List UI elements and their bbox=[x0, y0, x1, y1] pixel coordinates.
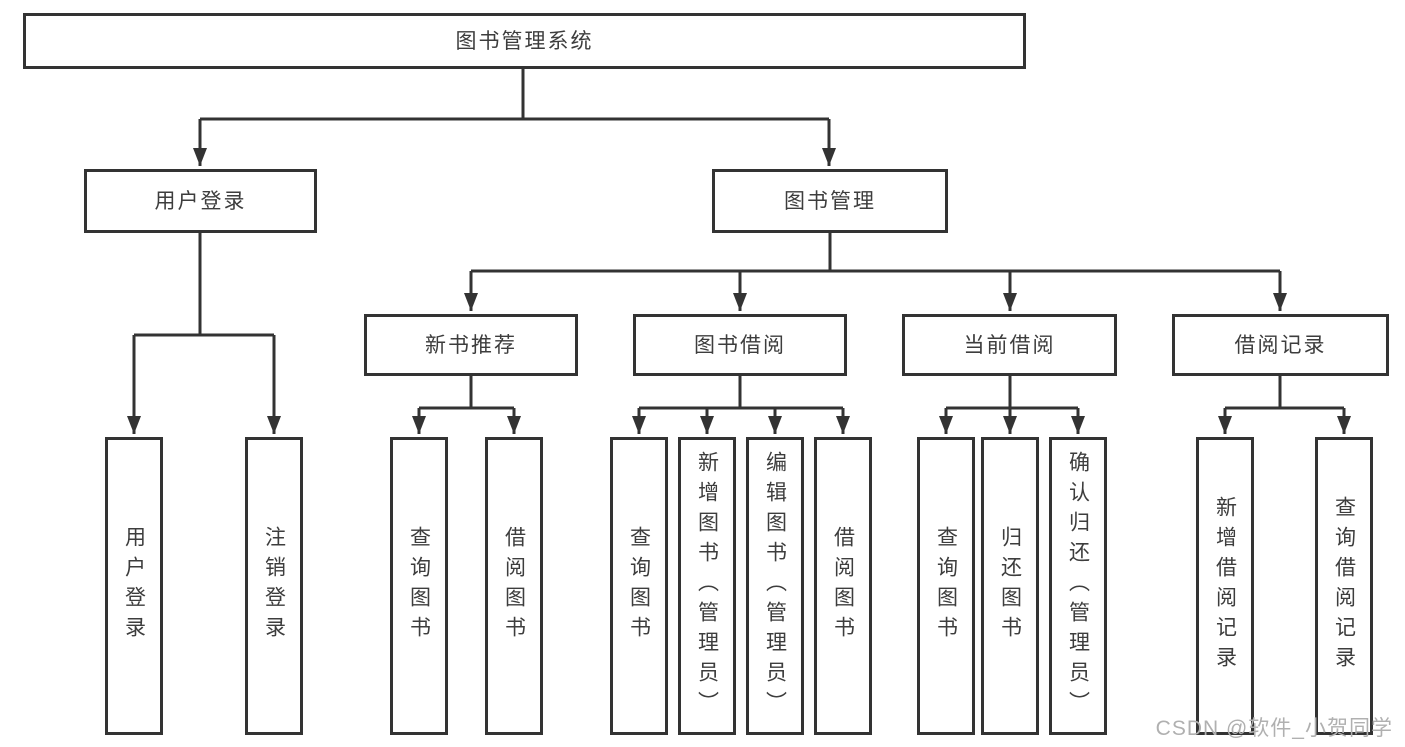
leaf-user-login: 用户登录 bbox=[105, 437, 163, 735]
leaf-query-books-borrowing: 查询图书 bbox=[610, 437, 668, 735]
leaf-add-borrow-record: 新增借阅记录 bbox=[1196, 437, 1254, 735]
node-book-borrowing: 图书借阅 bbox=[633, 314, 847, 376]
csdn-watermark: CSDN @软件_小贺同学 bbox=[1155, 717, 1393, 740]
node-current-borrowing: 当前借阅 bbox=[902, 314, 1117, 376]
node-user-login: 用户登录 bbox=[84, 169, 317, 233]
leaf-query-borrow-record: 查询借阅记录 bbox=[1315, 437, 1373, 735]
leaf-query-books-current: 查询图书 bbox=[917, 437, 975, 735]
leaf-query-books-recommend: 查询图书 bbox=[390, 437, 448, 735]
leaf-confirm-return-admin: 确认归还（管理员） bbox=[1049, 437, 1107, 735]
node-new-book-recommend: 新书推荐 bbox=[364, 314, 578, 376]
node-library-system: 图书管理系统 bbox=[23, 13, 1026, 69]
leaf-borrow-books-recommend: 借阅图书 bbox=[485, 437, 543, 735]
node-borrowing-records: 借阅记录 bbox=[1172, 314, 1389, 376]
leaf-return-books: 归还图书 bbox=[981, 437, 1039, 735]
leaf-borrow-books-borrowing: 借阅图书 bbox=[814, 437, 872, 735]
leaf-logout-login: 注销登录 bbox=[245, 437, 303, 735]
leaf-add-books-admin: 新增图书（管理员） bbox=[678, 437, 736, 735]
leaf-edit-books-admin: 编辑图书（管理员） bbox=[746, 437, 804, 735]
node-book-management: 图书管理 bbox=[712, 169, 948, 233]
